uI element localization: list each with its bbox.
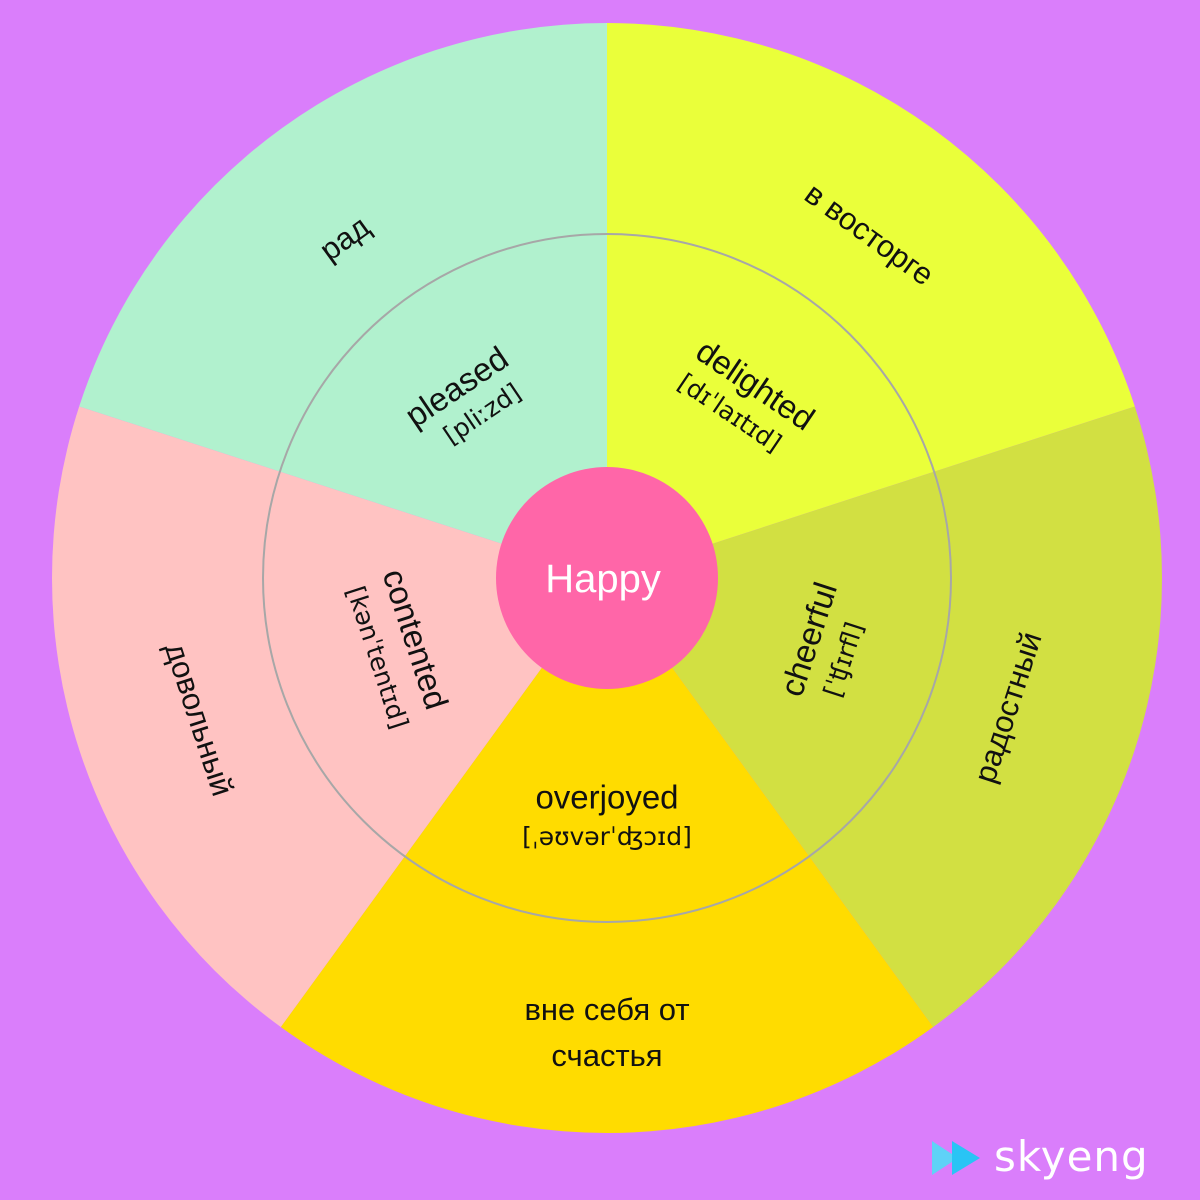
play-icon bbox=[932, 1141, 980, 1175]
skyeng-logo: skyeng bbox=[932, 1132, 1149, 1181]
segment-contented bbox=[51, 406, 607, 1028]
brand-name: skyeng bbox=[994, 1132, 1149, 1181]
segment-cheerful bbox=[607, 406, 1163, 1028]
ipa-overjoyed: [ˌəʊvərˈʤɔɪd] bbox=[522, 822, 692, 851]
wheel-segments bbox=[51, 23, 1163, 1133]
center-label: Happy bbox=[545, 557, 661, 601]
center-circle bbox=[496, 467, 718, 689]
inner-ring-divider bbox=[262, 233, 952, 923]
word-overjoyed: overjoyed bbox=[535, 779, 678, 816]
translation-overjoyed-line-2: счастья bbox=[551, 1038, 662, 1073]
segment-pleased bbox=[79, 23, 607, 578]
translation-overjoyed-line-1: вне себя от bbox=[524, 992, 689, 1027]
segment-delighted bbox=[607, 23, 1135, 578]
segment-overjoyed bbox=[280, 578, 934, 1133]
